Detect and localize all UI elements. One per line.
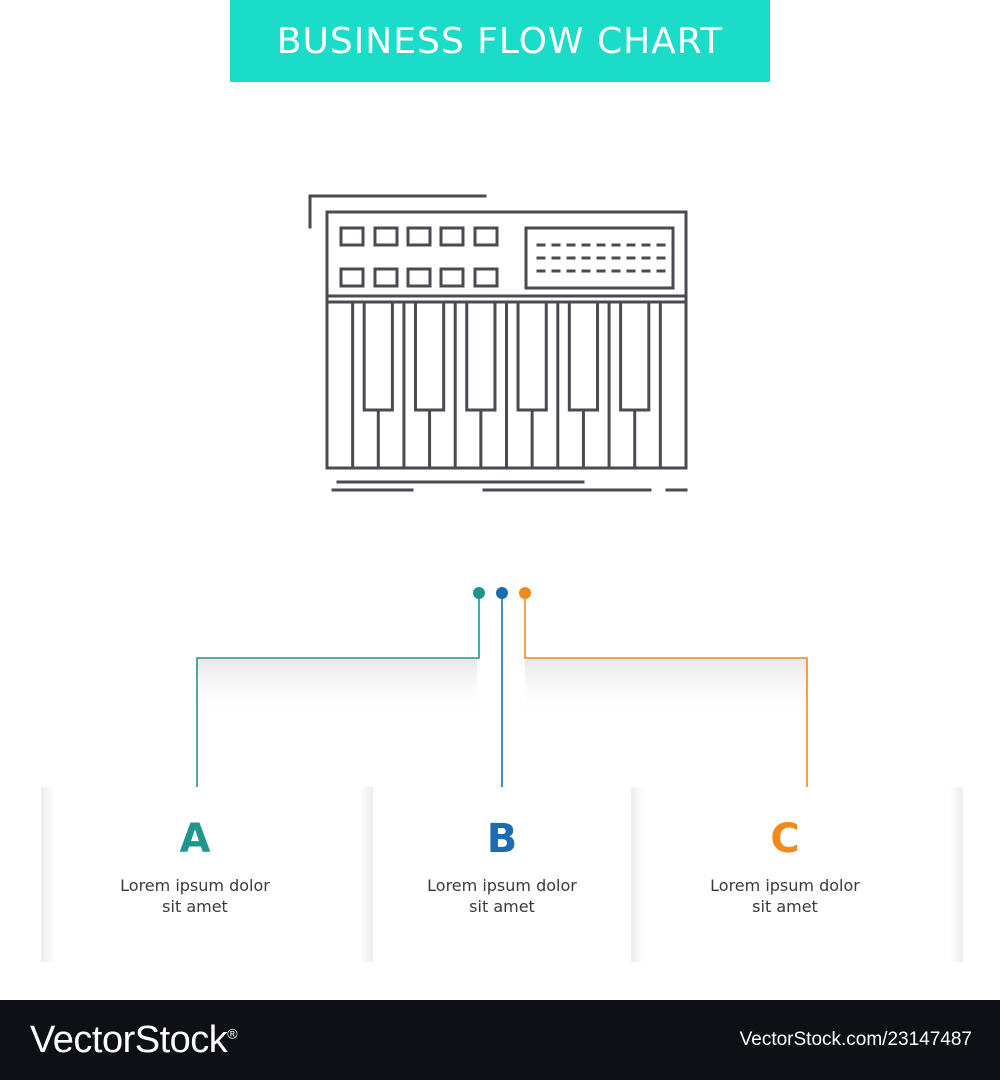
page-title: BUSINESS FLOW CHART [276,20,724,62]
black-key [362,300,394,412]
flow-card-c: C Lorem ipsum dolor sit amet [631,787,963,962]
black-key [413,300,446,412]
connector-dot-a [473,587,485,599]
footer-bar: VectorStock® VectorStock.com/23147487 [0,1000,1000,1080]
card-letter-b: B [486,816,518,862]
card-text-b: Lorem ipsum dolor sit amet [427,876,577,916]
card-text-a: Lorem ipsum dolor sit amet [120,876,270,916]
flow-connectors [0,570,1000,810]
black-key [516,300,548,412]
synthesizer-keyboard-icon [300,185,700,505]
title-banner: BUSINESS FLOW CHART [230,0,770,82]
flow-card-b: B Lorem ipsum dolor sit amet [373,787,631,962]
connector-shadow-a [197,658,477,718]
card-text-c: Lorem ipsum dolor sit amet [710,876,860,916]
black-key [619,300,651,412]
connector-dot-b [496,587,508,599]
connector-line-c [524,593,808,797]
connector-dot-c [519,587,531,599]
connector-line-a [196,593,480,797]
card-letter-a: A [179,816,211,862]
connector-shadow-c [525,658,807,718]
black-key [465,300,497,412]
footer-image-id: VectorStock.com/23147487 [739,1029,972,1050]
vectorstock-logo: VectorStock® [30,1018,238,1061]
flow-card-a: A Lorem ipsum dolor sit amet [41,787,373,962]
card-letter-c: C [770,816,800,862]
black-key [567,300,600,412]
